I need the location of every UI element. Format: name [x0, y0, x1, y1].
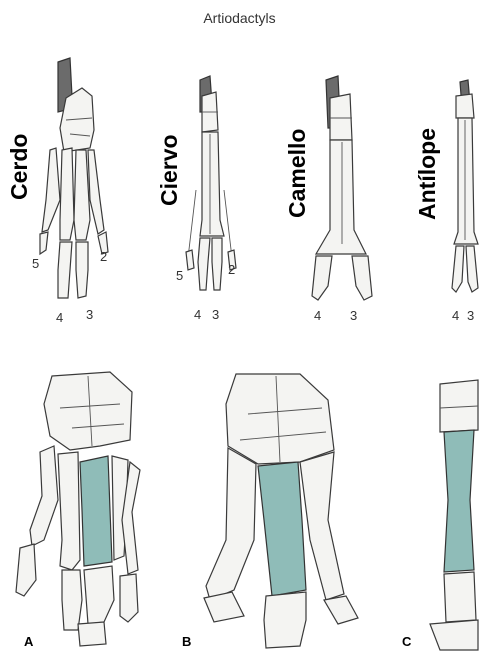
digit-label: 4: [452, 308, 459, 323]
pig-metacarpal-4: [60, 148, 74, 240]
detail-b-outer-right-bone: [300, 452, 344, 600]
pig-phalanges-3: [76, 242, 88, 298]
detail-c-lower-joint: [444, 572, 476, 622]
camel-toe-4: [312, 256, 332, 300]
detail-a-metacarpal-inner-left: [58, 452, 80, 570]
label-pig: Cerdo: [6, 134, 33, 200]
detail-a-hoof-cap: [78, 622, 106, 646]
camel-toe-3: [352, 256, 372, 300]
label-deer: Ciervo: [156, 134, 183, 206]
antelope-cannon-bone: [454, 118, 478, 244]
deer-toe-4: [198, 238, 210, 290]
digit-label: 5: [176, 268, 183, 283]
digit-label: 4: [314, 308, 321, 323]
digit-label: 3: [212, 307, 219, 322]
antelope-foot: [452, 80, 478, 292]
panel-label-b: B: [182, 634, 191, 649]
pig-phalanges-4: [58, 242, 72, 298]
camel-cannon-bone: [316, 140, 366, 254]
antelope-toe-3: [466, 246, 478, 292]
detail-b-center-toe: [264, 592, 306, 648]
detail-c: [430, 380, 478, 650]
detail-c-hoof: [430, 620, 478, 650]
detail-a-left-toe: [16, 544, 36, 596]
deer-dewclaw-5: [186, 250, 194, 270]
camel-carpals: [330, 94, 352, 140]
detail-a-center-toe-right: [84, 566, 114, 624]
panel-label-a: A: [24, 634, 33, 649]
detail-b-outer-left-bone: [206, 448, 256, 600]
digit-label: 4: [194, 307, 201, 322]
digit-label: 3: [467, 308, 474, 323]
digit-label: 2: [228, 262, 235, 277]
digit-label: 5: [32, 256, 39, 271]
panel-label-c: C: [402, 634, 411, 649]
label-antelope: Antílope: [414, 128, 441, 220]
pig-foot: [40, 58, 108, 298]
detail-b-right-toe: [324, 596, 358, 624]
pig-side-toe-5: [40, 232, 48, 254]
detail-a-metacarpal-outer-left: [30, 446, 58, 546]
detail-b-highlighted-cannon-bone: [258, 462, 306, 596]
antelope-toe-4: [452, 246, 464, 292]
figure-title: Artiodactyls: [0, 10, 479, 26]
label-camel: Camello: [284, 129, 311, 218]
digit-label: 4: [56, 310, 63, 325]
antelope-carpals: [456, 94, 474, 118]
detail-c-highlighted-cannon-bone: [444, 430, 474, 572]
deer-cannon-bone: [200, 132, 224, 236]
digit-label: 3: [350, 308, 357, 323]
pig-metacarpal-2: [88, 150, 104, 234]
detail-a: [16, 372, 140, 646]
detail-a-center-toe-left: [62, 570, 82, 630]
detail-a-right-toe: [120, 574, 138, 622]
detail-a-highlighted-metacarpal: [80, 456, 112, 566]
pig-metacarpal-5: [42, 148, 60, 232]
pig-metacarpal-3: [74, 150, 90, 240]
detail-b: [204, 374, 358, 648]
deer-toe-3: [212, 238, 222, 290]
digit-label: 2: [100, 249, 107, 264]
camel-foot: [312, 76, 372, 300]
digit-label: 3: [86, 307, 93, 322]
detail-b-left-toe: [204, 592, 244, 622]
deer-foot: [186, 76, 236, 290]
detail-b-carpals: [226, 374, 334, 464]
